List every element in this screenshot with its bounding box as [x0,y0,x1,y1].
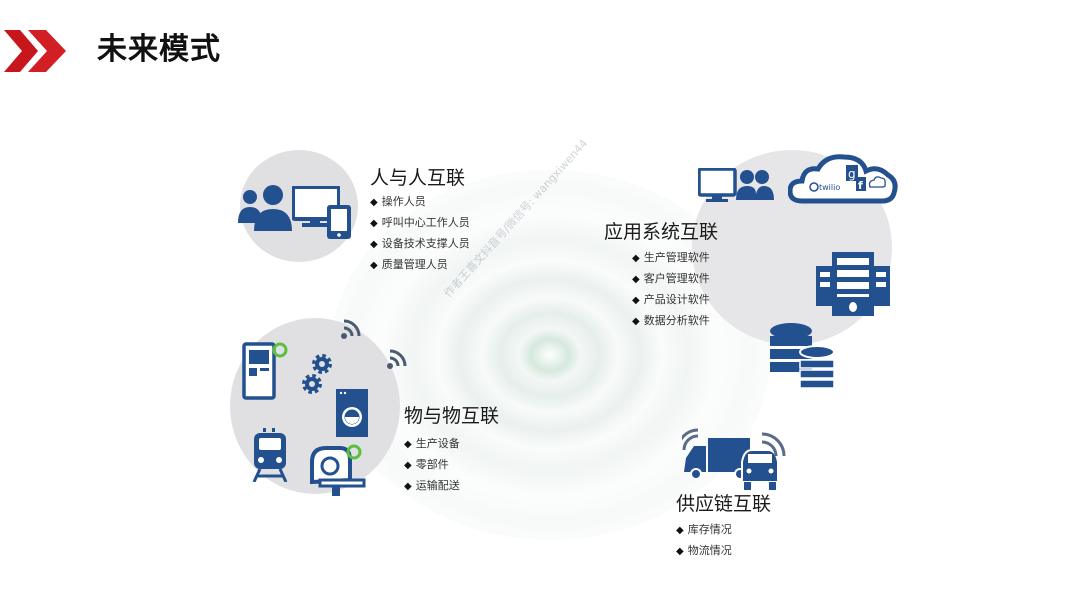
bullet-icon: ◆ [632,295,640,306]
bullet-icon: ◆ [370,239,378,250]
bullet-icon: ◆ [404,460,412,471]
apps-section-title: 应用系统互联 [604,221,719,243]
wifi-icon [386,348,408,370]
truck-icon [682,428,786,494]
people-item-list: ◆操作人员 ◆呼叫中心工作人员 ◆设备技术支撑人员 ◆质量管理人员 [370,192,470,276]
bullet-icon: ◆ [632,274,640,285]
bullet-icon: ◆ [370,197,378,208]
bullet-icon: ◆ [632,253,640,264]
cloud-label-twilio: twilio [819,183,840,192]
people-section-title: 人与人互联 [370,167,466,189]
list-item: ◆运输配送 [404,479,460,492]
bullet-icon: ◆ [370,218,378,229]
list-item: ◆生产管理软件 [632,251,710,264]
svg-text:g: g [848,167,856,181]
list-item: ◆质量管理人员 [370,258,448,271]
kiosk-icon [242,340,290,400]
train-icon [252,428,288,482]
list-item: ◆呼叫中心工作人员 [370,216,470,229]
list-item: ◆物流情况 [676,544,732,557]
washing-machine-icon [336,389,368,437]
tablet-icon [326,204,352,240]
things-section-title: 物与物互联 [404,405,500,427]
bullet-icon: ◆ [404,439,412,450]
monitor-users-icon [698,168,774,204]
supply-item-list: ◆库存情况 ◆物流情况 [676,520,732,562]
list-item: ◆客户管理软件 [632,272,710,285]
list-item: ◆设备技术支撑人员 [370,237,470,250]
apps-item-list: ◆生产管理软件 ◆客户管理软件 ◆产品设计软件 ◆数据分析软件 [632,248,710,332]
bullet-icon: ◆ [632,316,640,327]
bullet-icon: ◆ [676,546,684,557]
list-item: ◆生产设备 [404,437,460,450]
bullet-icon: ◆ [676,525,684,536]
double-chevron-right-icon [4,28,68,74]
server-icon [816,252,890,316]
gears-icon [300,352,336,396]
svg-text:f: f [858,179,863,192]
list-item: ◆操作人员 [370,195,426,208]
list-item: ◆零部件 [404,458,449,471]
wifi-icon [340,318,362,340]
cloud-services-icon: twilio g f [788,153,900,205]
list-item: ◆产品设计软件 [632,293,710,306]
things-item-list: ◆生产设备 ◆零部件 ◆运输配送 [404,434,460,497]
users-icon [238,183,298,235]
database-icon [769,322,835,388]
bullet-icon: ◆ [370,260,378,271]
bullet-icon: ◆ [404,481,412,492]
ct-scanner-icon [306,442,368,498]
page-title: 未来模式 [97,32,221,67]
list-item: ◆数据分析软件 [632,314,710,327]
list-item: ◆库存情况 [676,523,732,536]
supply-section-title: 供应链互联 [676,493,772,515]
